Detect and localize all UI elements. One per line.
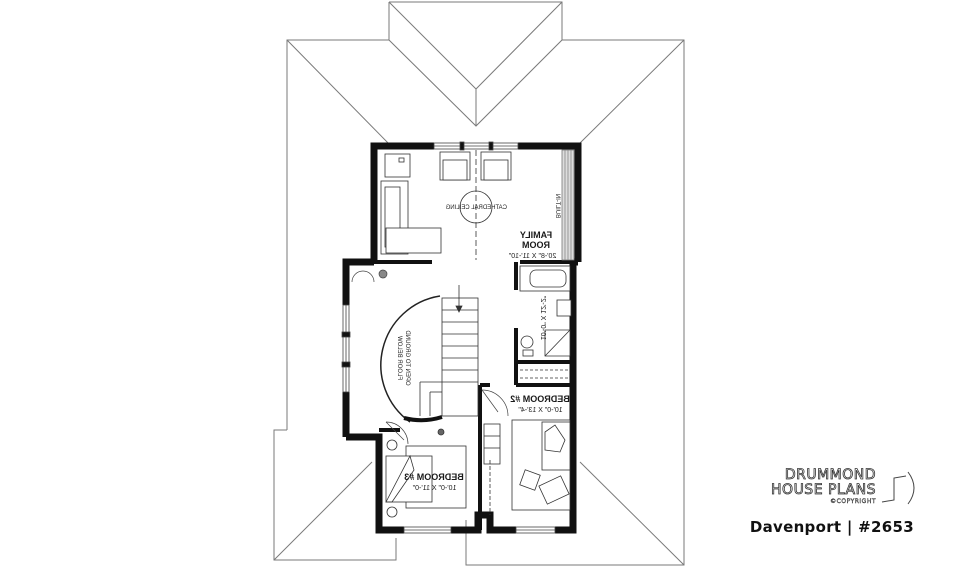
family-room-label-2: ROOM [522,240,550,250]
open-to-below-note-2: FLOOR BELOW [396,336,402,380]
bedroom-3-furniture [385,428,467,518]
brand-line-1: DRUMMOND [784,467,876,483]
bathroom-dims: 10'-0" X 12'-2" [539,295,546,340]
windows [341,141,556,534]
family-room-furniture [380,149,575,261]
interior-walls [374,260,578,530]
family-room-dims: 20'-8" X 11'-10" [508,253,556,260]
open-to-below-note-1: OPEN TO GROUND [404,330,410,386]
brand-copyright: ©COPYRIGHT [830,498,876,505]
cathedral-ceiling-note: CATHEDRAL CEILING [445,205,507,211]
door-swings [351,269,509,445]
roof-outline [273,1,685,566]
bedroom-2-dims: 10'-0" X 13'-4" [518,407,563,414]
plan-title: Davenport | #2653 [749,518,914,536]
bedroom-2-label: BEDROOM #2 [510,394,570,404]
built-in-note: BUILT-IN [554,194,560,218]
family-room-label: FAMILY [520,230,552,240]
brand-line-2: HOUSE PLANS [771,482,876,498]
bathroom-fixtures [519,265,572,379]
staircase [380,285,479,423]
brand-logo-text: DRUMMOND HOUSE PLANS ©COPYRIGHT [771,467,876,506]
bedroom-3-label: BEDROOM #3 [404,472,464,482]
exterior-walls [342,142,582,534]
bedroom-3-dims: 10'-0" X 11'-0" [412,485,456,492]
room-labels: FAMILY ROOM 20'-8" X 11'-10" BEDROOM #2 … [396,194,570,492]
brand-logo-icon [881,471,915,505]
bedroom-2-furniture [483,419,571,515]
